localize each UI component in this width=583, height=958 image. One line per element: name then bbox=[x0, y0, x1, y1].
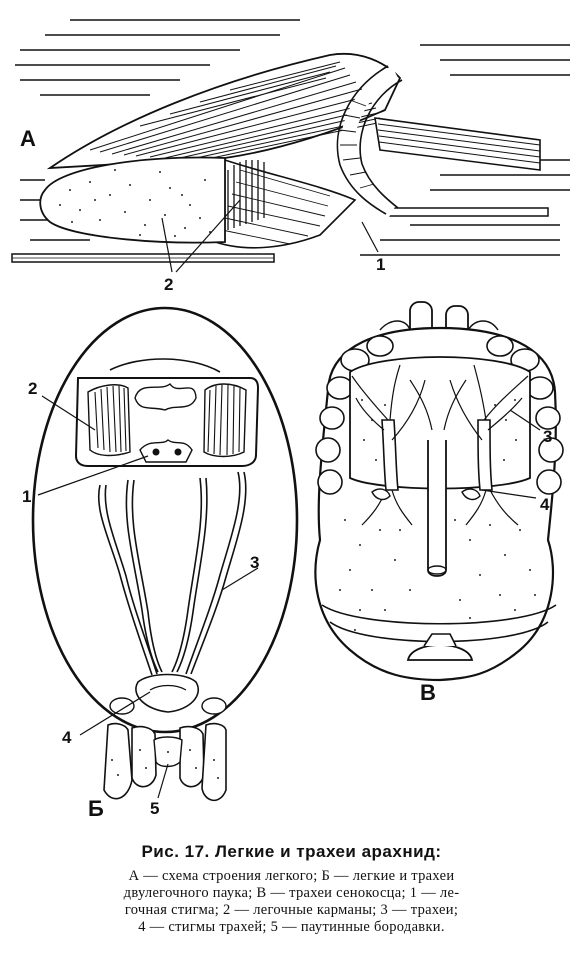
caption-line: двулегочного паука; В — трахеи сенокосца… bbox=[123, 885, 460, 901]
callout-b-5: 5 bbox=[150, 799, 159, 818]
panel-label-a: А bbox=[20, 126, 36, 151]
callout-b-1: 1 bbox=[22, 487, 31, 506]
caption-title: Рис. 17. Легкие и трахеи арахнид: bbox=[141, 842, 442, 861]
figure-illustration: А 2 1 bbox=[11, 19, 570, 821]
panel-label-b: Б bbox=[88, 796, 104, 821]
callout-a-2: 2 bbox=[164, 275, 173, 294]
callout-b-3: 3 bbox=[250, 553, 259, 572]
caption-line: А — схема строения легкого; Б — легкие и… bbox=[128, 868, 455, 884]
panel-a-lung-schema bbox=[11, 19, 570, 273]
caption-body: А — схема строения легкого; Б — легкие и… bbox=[10, 868, 573, 936]
figure-caption: Рис. 17. Легкие и трахеи арахнид: А — сх… bbox=[10, 842, 573, 936]
callout-b-2: 2 bbox=[28, 379, 37, 398]
callout-v-4: 4 bbox=[540, 495, 550, 514]
callout-v-3: 3 bbox=[543, 427, 552, 446]
caption-line: гочная стигма; 2 — легочные карманы; 3 —… bbox=[124, 902, 459, 918]
panel-v-harvestman bbox=[314, 301, 564, 682]
caption-line: 4 — стигмы трахей; 5 — паутинные бородав… bbox=[138, 919, 445, 935]
panel-b-spider bbox=[31, 306, 299, 802]
panel-label-v: В bbox=[420, 680, 436, 705]
callout-a-1: 1 bbox=[376, 255, 385, 274]
callout-b-4: 4 bbox=[62, 728, 72, 747]
